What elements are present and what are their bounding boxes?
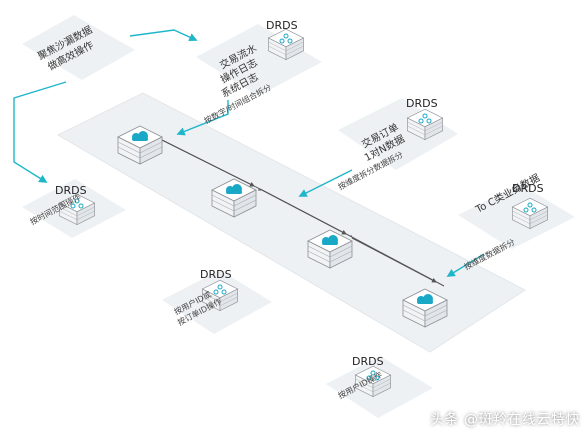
drds-label-bottom: DRDS — [352, 355, 384, 368]
top-center-plate — [196, 24, 322, 96]
top-left-plate — [22, 15, 135, 80]
flow-seg-1 — [153, 135, 255, 187]
arrow-right-to-platform — [446, 253, 485, 277]
flow-seg-2 — [261, 189, 347, 235]
connector-right-text: 按维度数据拆分 — [462, 237, 516, 272]
flow-seg-3 — [351, 237, 437, 283]
connector-label-right: 按维度数据拆分 — [462, 237, 516, 272]
arrow-topleft-to-left — [13, 81, 67, 183]
drds-label-bottom-mid: DRDS — [200, 268, 232, 281]
drds-label-left: DRDS — [55, 184, 87, 197]
central-platform — [56, 92, 526, 353]
arrow-midright-to-platform — [298, 169, 353, 197]
arrow-topcenter-to-platform — [176, 100, 229, 136]
drds-label-mid-right: DRDS — [406, 97, 438, 110]
drds-label-top-center: DRDS — [266, 19, 298, 32]
watermark: 头条 @斑羚在线云特快 — [430, 412, 580, 428]
arrow-topleft-to-topcenter — [129, 29, 198, 42]
drds-label-right: DRDS — [512, 182, 544, 195]
